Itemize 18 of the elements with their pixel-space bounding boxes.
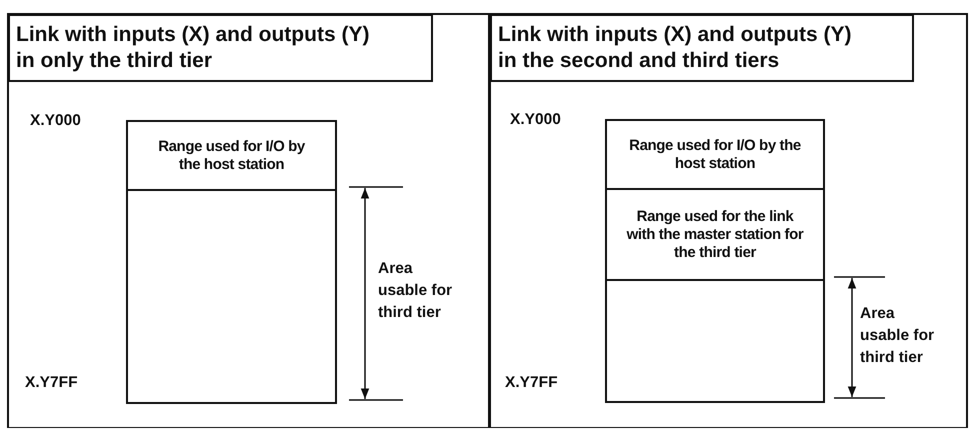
memory-range-box (605, 119, 825, 190)
memory-range-box (605, 188, 825, 281)
address-label: X.Y000 (30, 111, 81, 131)
range-text: Range used for I/O by the host station (628, 136, 802, 172)
address-label: X.Y7FF (505, 373, 558, 393)
panel (489, 13, 968, 428)
panel (7, 13, 490, 428)
address-label: X.Y7FF (25, 373, 78, 393)
range-text: Range used for I/O by the host station (157, 138, 306, 174)
memory-area-box (126, 189, 337, 404)
memory-area-box (605, 279, 825, 403)
memory-range-box (126, 120, 337, 191)
panel-title: Link with inputs (X) and outputs (Y) in the second and third tiers (490, 14, 914, 82)
panel-title: Link with inputs (X) and outputs (Y) in only the third tier (8, 14, 433, 82)
address-label: X.Y000 (510, 110, 561, 130)
dimension-label: Area usable for third tier (860, 304, 936, 368)
dimension-label: Area usable for third tier (378, 259, 454, 323)
range-text: Range used for the link with the master station for the third tier (626, 208, 804, 262)
